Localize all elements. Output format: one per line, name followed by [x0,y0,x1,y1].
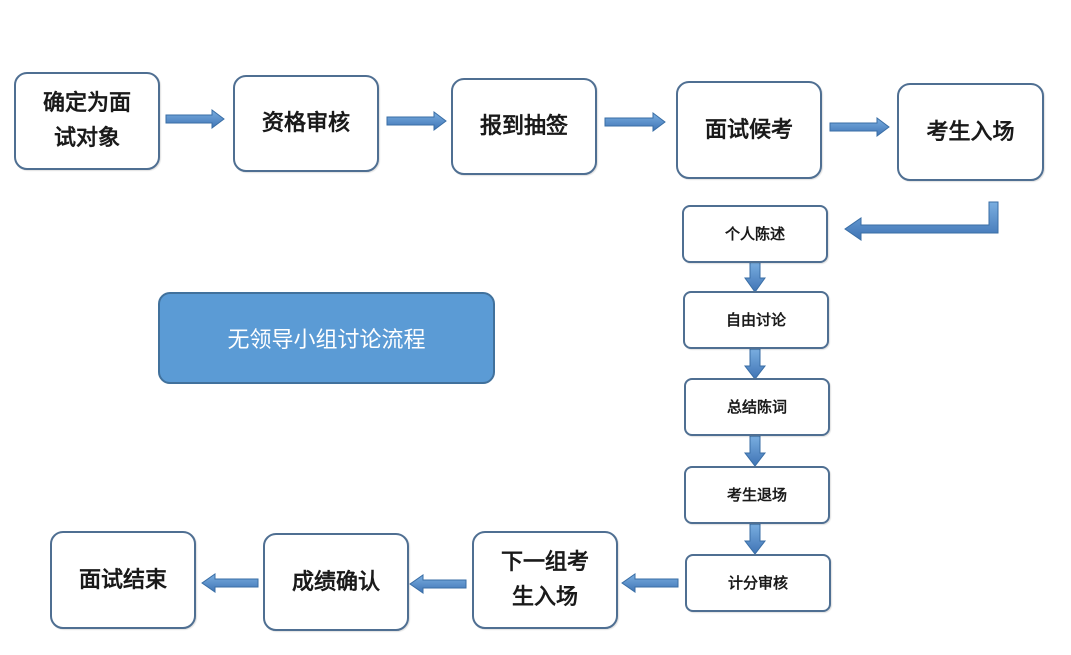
arrow-right-2 [386,111,447,131]
step-personal-statement: 个人陈述 [682,205,828,263]
step-interview-waiting: 面试候考 [676,81,822,179]
arrow-left-2 [409,574,467,594]
arrow-down-2 [743,348,767,380]
step-score-review: 计分审核 [685,554,831,612]
step-score-confirmation: 成绩确认 [263,533,409,631]
diagram-title: 无领导小组讨论流程 [158,292,495,384]
step-check-in-draw: 报到抽签 [451,78,597,175]
arrow-down-4 [743,523,767,555]
arrow-down-3 [743,435,767,467]
step-candidate-exit: 考生退场 [684,466,830,524]
step-next-group-entry: 下一组考生入场 [472,531,618,629]
step-summary-statement: 总结陈词 [684,378,830,436]
step-interview-end: 面试结束 [50,531,196,629]
arrow-bent [844,201,999,241]
step-free-discussion: 自由讨论 [683,291,829,349]
diagram-title-text: 无领导小组讨论流程 [227,328,426,353]
arrow-left-3 [201,573,259,593]
arrow-right-4 [829,117,890,137]
arrow-down-1 [744,261,766,293]
step-qualification-review: 资格审核 [233,75,379,172]
arrow-left-1 [621,573,679,593]
arrow-right-1 [165,109,225,129]
step-confirm-candidate: 确定为面试对象 [14,72,160,170]
arrow-right-3 [604,112,666,132]
step-candidate-entry: 考生入场 [897,83,1044,181]
